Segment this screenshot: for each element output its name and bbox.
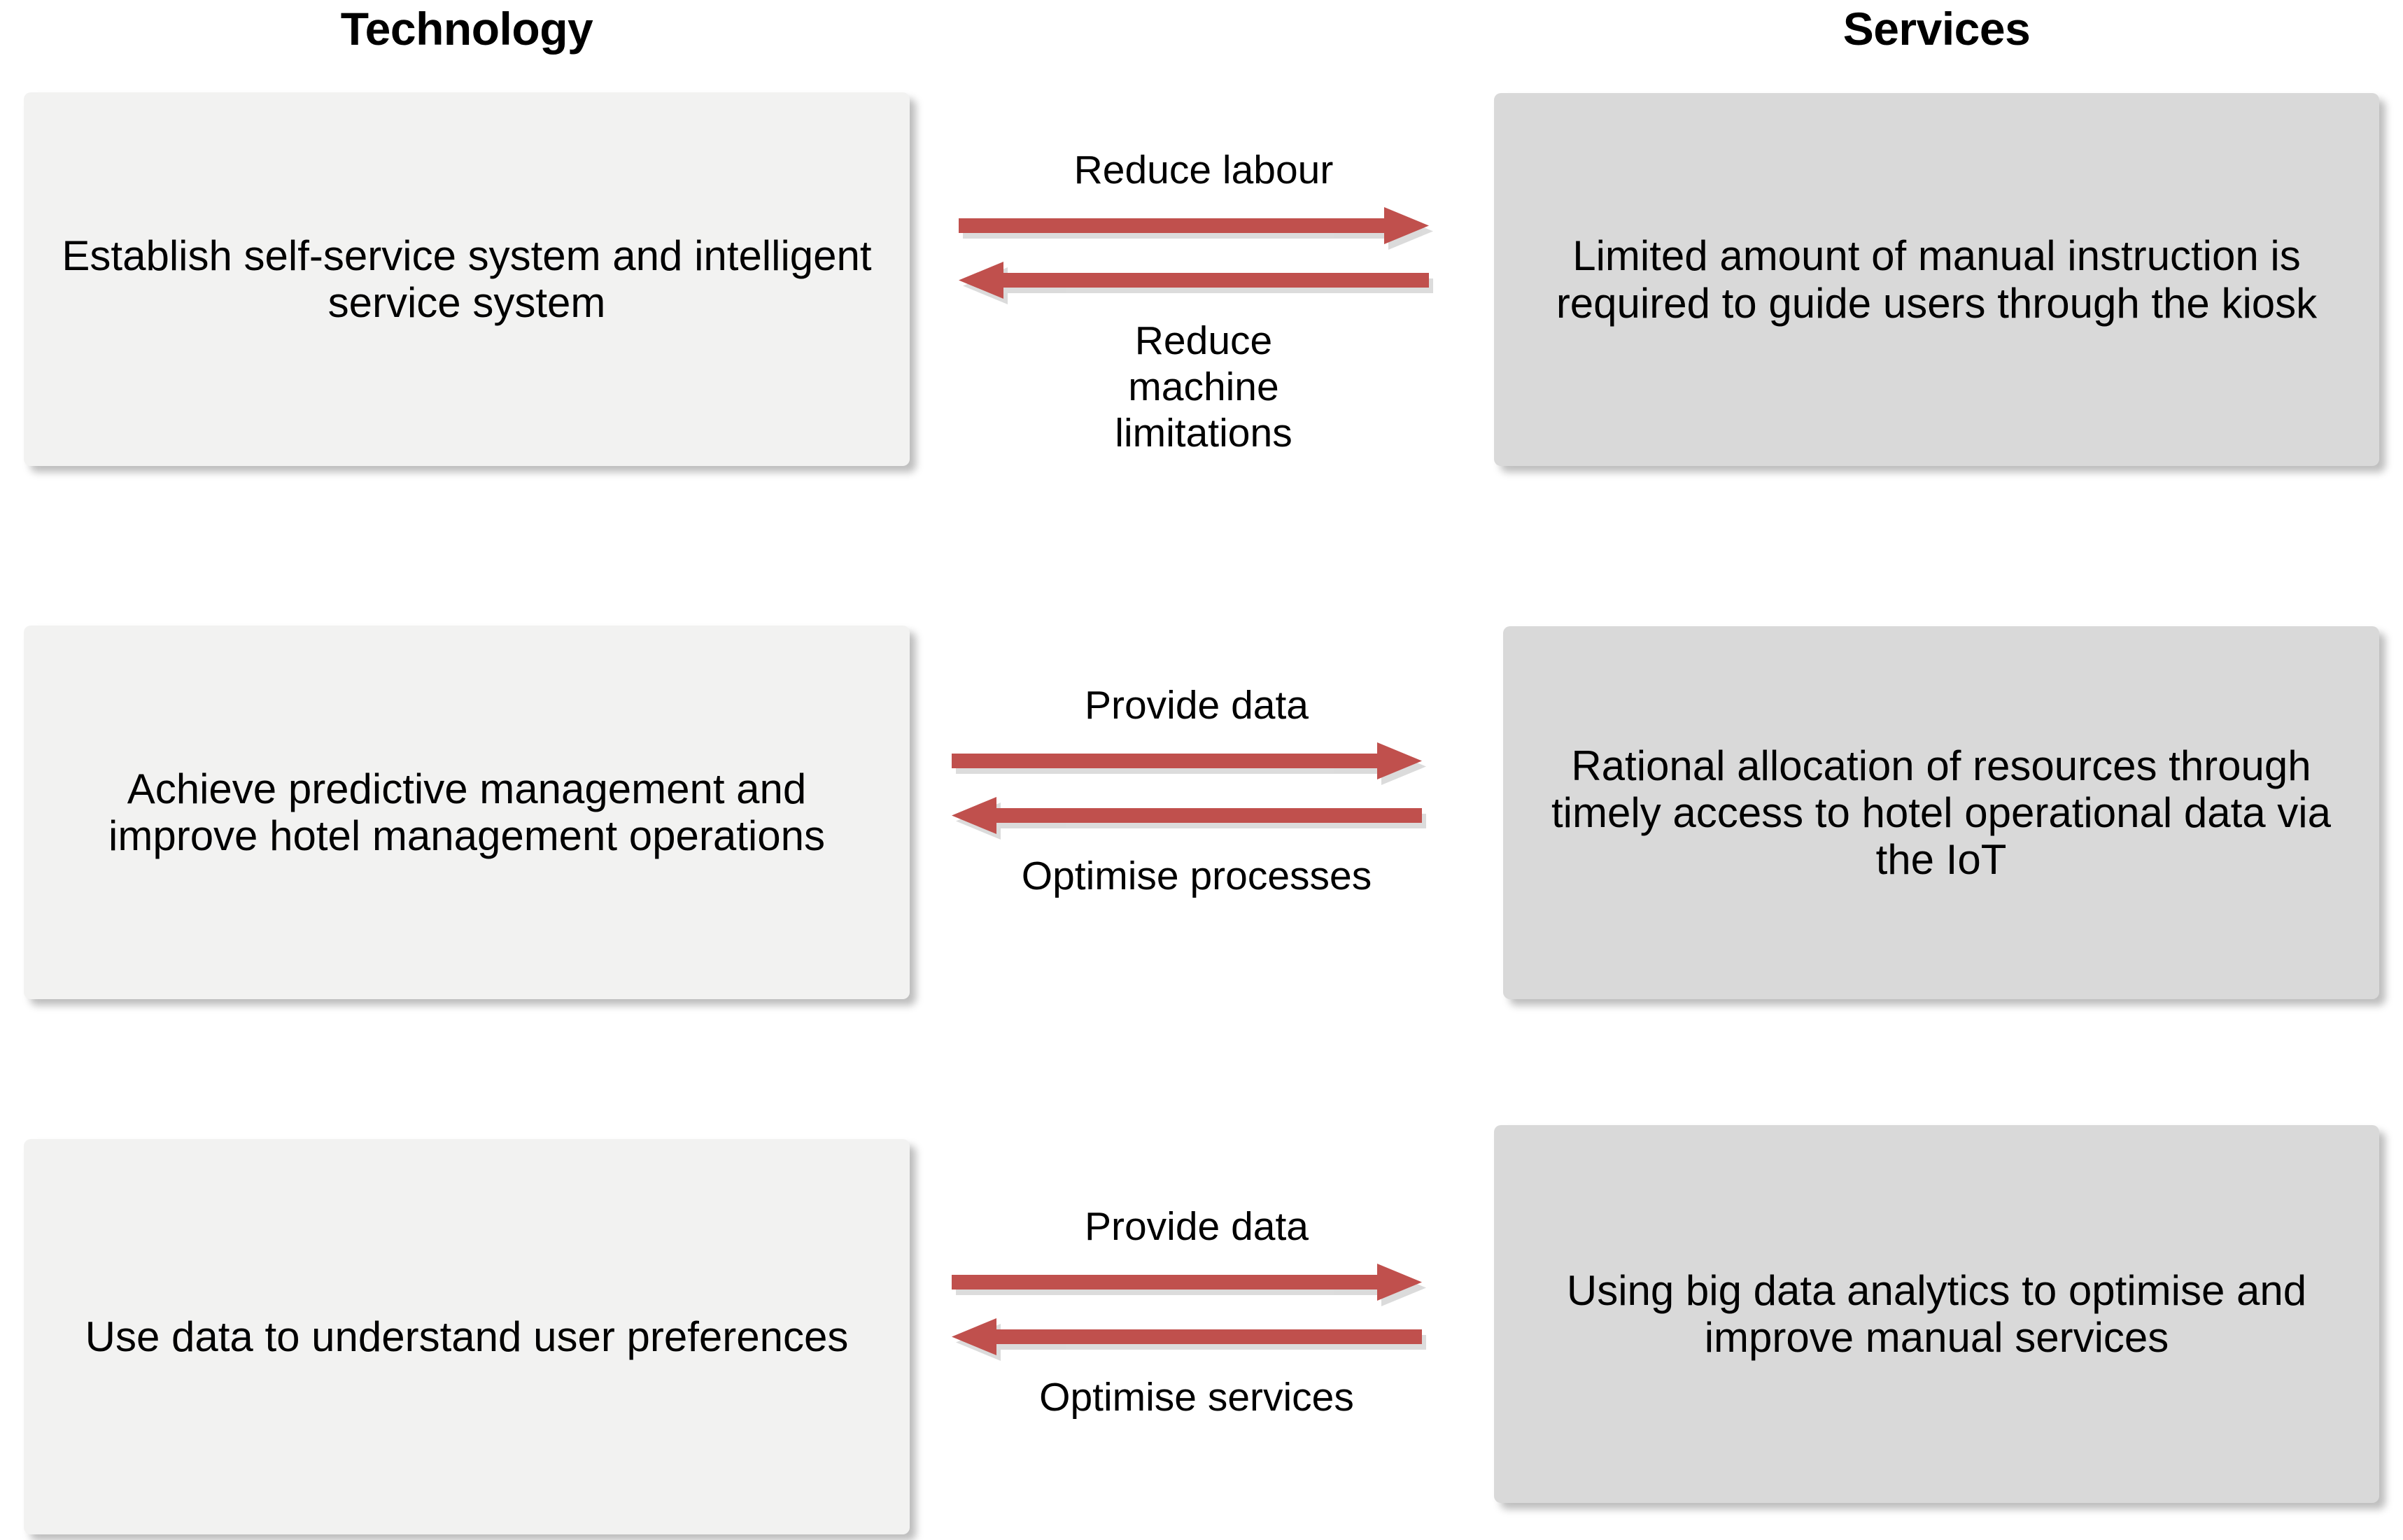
connector-row-2: Provide data Optimise processes <box>952 682 1442 899</box>
connector-label-forward-row-2: Provide data <box>1084 683 1309 728</box>
arrow-pair-row-3 <box>952 1259 1442 1364</box>
connector-label-backward-row-2: Optimise processes <box>1021 854 1372 899</box>
technology-box-row-3: Use data to understand user preferences <box>24 1139 910 1534</box>
connector-label-forward-row-3: Provide data <box>1084 1204 1309 1249</box>
services-box-row-1: Limited amount of manual instruction is … <box>1494 93 2379 466</box>
arrow-pair-row-1 <box>959 203 1449 308</box>
bidirectional-arrows-icon <box>959 207 1433 305</box>
technology-box-row-2: Achieve predictive management and improv… <box>24 626 910 999</box>
connector-row-3: Provide data Optimise services <box>952 1203 1442 1420</box>
connector-label-backward-row-1: Reduce machine limitations <box>1115 318 1292 456</box>
technology-box-row-1: Establish self-service system and intell… <box>24 92 910 466</box>
connector-row-1: Reduce labour Reduce machine limitations <box>959 147 1449 456</box>
connector-label-backward-row-3: Optimise services <box>1039 1375 1354 1420</box>
arrow-pair-row-2 <box>952 738 1442 843</box>
services-box-row-2: Rational allocation of resources through… <box>1503 626 2379 999</box>
connector-label-forward-row-1: Reduce labour <box>1073 148 1334 192</box>
column-header-services: Services <box>1842 3 2031 55</box>
bidirectional-arrows-icon <box>952 742 1426 840</box>
bidirectional-arrows-icon <box>952 1264 1426 1362</box>
services-box-row-3: Using big data analytics to optimise and… <box>1494 1125 2379 1503</box>
column-header-technology: Technology <box>340 3 593 55</box>
